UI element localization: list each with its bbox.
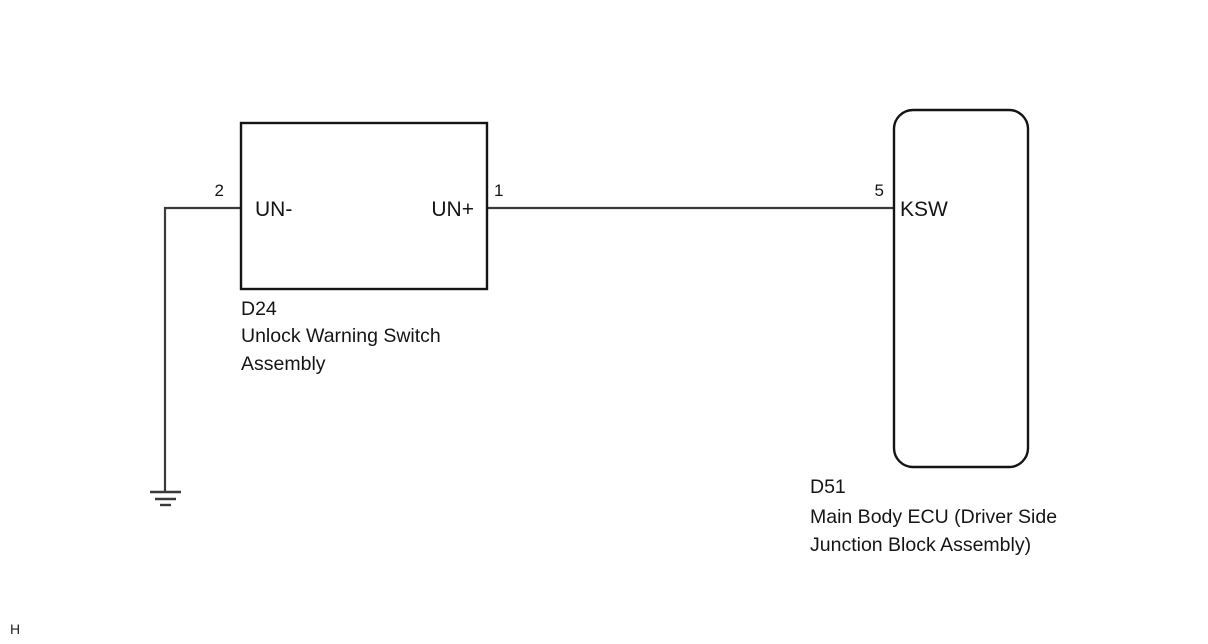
component-d51-name-line1: Main Body ECU (Driver Side [810,506,1057,528]
component-d24[interactable]: 2 UN- 1 UN+ [215,121,504,291]
terminal-label-un-plus: UN+ [431,198,474,221]
terminal-label-ksw: KSW [900,198,948,221]
pin-number-5: 5 [875,181,884,200]
page-marker: H [10,621,20,637]
terminal-label-un-minus: UN- [255,198,292,221]
component-d24-label: D24 Unlock Warning Switch Assembly [241,298,441,375]
component-d24-id: D24 [241,298,277,320]
component-d24-body [239,121,489,291]
component-d24-name-line2: Assembly [241,353,326,375]
component-d51-label: D51 Main Body ECU (Driver Side Junction … [810,476,1057,556]
wire-ground-branch [163,206,241,491]
component-d51[interactable]: 5 KSW [875,108,1030,469]
pin-number-1: 1 [494,181,503,200]
ground-symbol [150,490,181,507]
component-d51-id: D51 [810,476,846,498]
pin-number-2: 2 [215,181,224,200]
component-d24-name-line1: Unlock Warning Switch [241,325,441,347]
component-d51-body [892,108,1030,469]
component-d51-name-line2: Junction Block Assembly) [810,534,1031,556]
